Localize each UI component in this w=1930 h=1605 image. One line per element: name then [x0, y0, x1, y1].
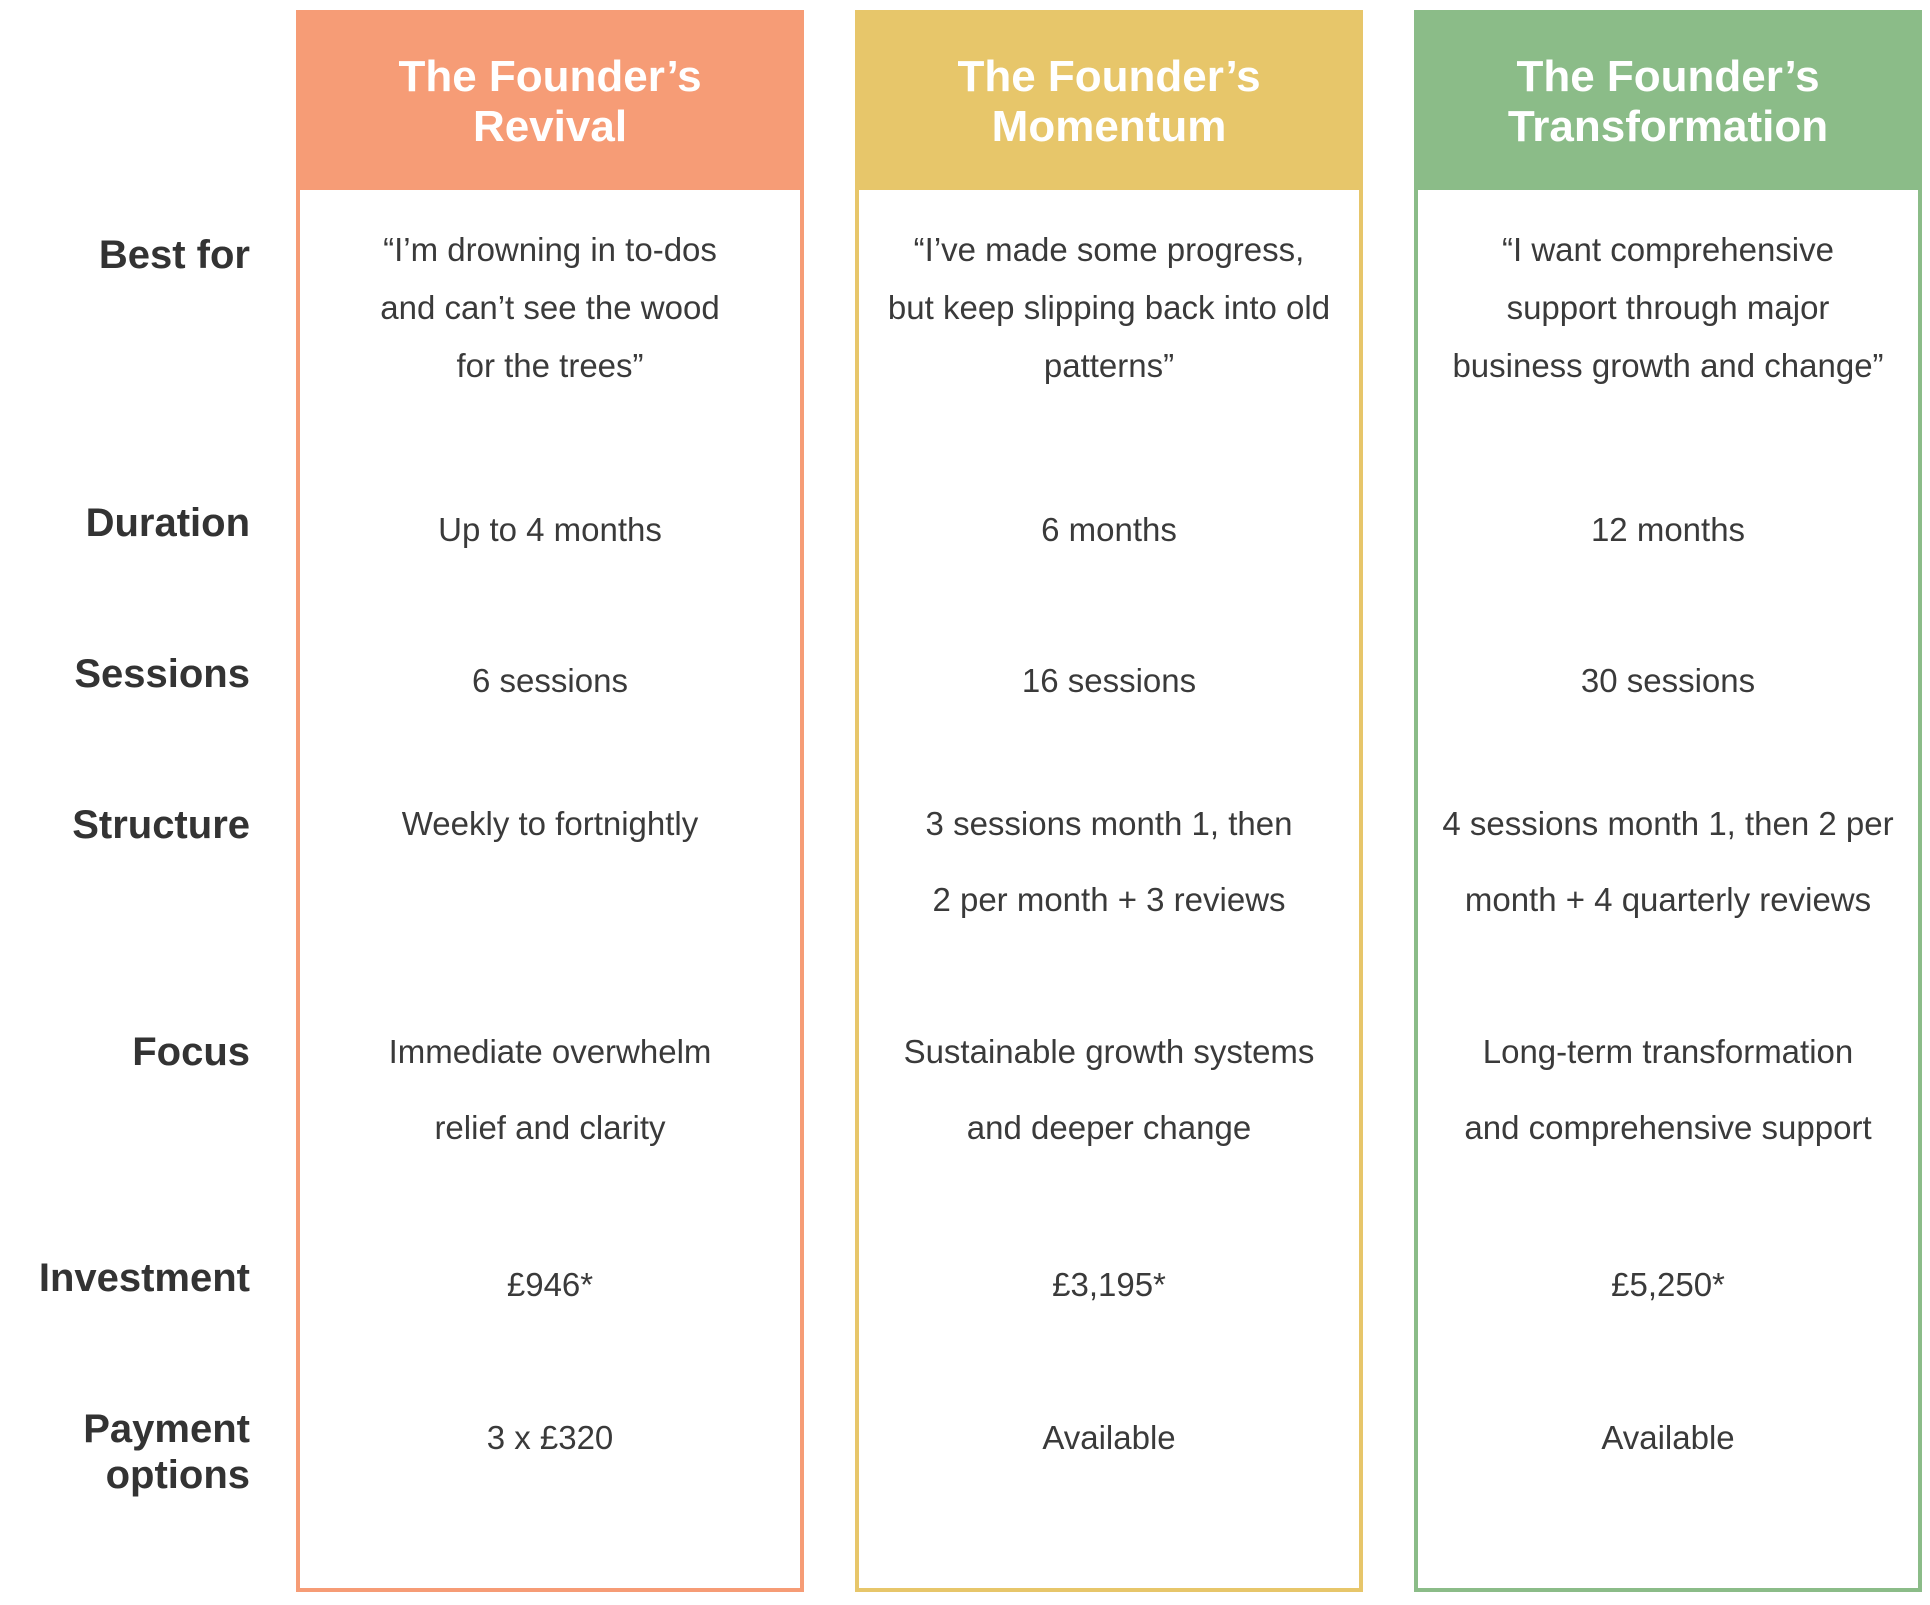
- plan-header-momentum: The Founder’s Momentum: [859, 14, 1359, 190]
- best-for-line: patterns”: [1043, 347, 1175, 384]
- best-for-line: support through major: [1506, 289, 1830, 326]
- best-for-line: and can’t see the wood: [380, 289, 720, 326]
- focus-cell: Long-term transformation and comprehensi…: [1418, 1014, 1918, 1166]
- duration-cell: 6 months: [1041, 511, 1177, 548]
- structure-line: Weekly to fortnightly: [401, 805, 699, 842]
- best-for-line: business growth and change”: [1452, 347, 1884, 384]
- best-for-line: “I’m drowning in to-dos: [383, 231, 717, 268]
- best-for-line: for the trees”: [456, 347, 644, 384]
- plan-column-momentum: The Founder’s Momentum “I’ve made some p…: [855, 10, 1363, 1592]
- focus-line: Sustainable growth systems: [903, 1033, 1315, 1070]
- plan-title-line2: Transformation: [1507, 102, 1829, 151]
- sessions-cell: 30 sessions: [1580, 662, 1756, 699]
- plan-title-line1: The Founder’s: [957, 52, 1261, 101]
- row-label-duration: Duration: [85, 501, 250, 545]
- plan-title-line1: The Founder’s: [398, 52, 702, 101]
- plan-title-line1: The Founder’s: [1516, 52, 1820, 101]
- best-for-line: “I want comprehensive: [1502, 231, 1834, 268]
- payment-cell: 3 x £320: [486, 1419, 614, 1456]
- plan-title-line2: Momentum: [991, 102, 1227, 151]
- focus-line: relief and clarity: [434, 1109, 666, 1146]
- investment-cell: £5,250*: [1611, 1266, 1725, 1303]
- row-label-payment-line1: Payment: [83, 1407, 250, 1451]
- plan-title-line2: Revival: [472, 102, 628, 151]
- structure-line: 4 sessions month 1, then 2 per: [1442, 805, 1894, 842]
- structure-cell: 3 sessions month 1, then 2 per month + 3…: [859, 786, 1359, 938]
- best-for-cell: “I want comprehensive support through ma…: [1418, 221, 1918, 395]
- focus-line: and comprehensive support: [1464, 1109, 1872, 1146]
- best-for-cell: “I’ve made some progress, but keep slipp…: [859, 221, 1359, 395]
- duration-cell: Up to 4 months: [438, 511, 662, 548]
- payment-cell: Available: [1601, 1419, 1735, 1456]
- best-for-line: but keep slipping back into old: [887, 289, 1331, 326]
- focus-cell: Immediate overwhelm relief and clarity: [300, 1014, 800, 1166]
- row-label-focus: Focus: [132, 1030, 250, 1074]
- row-label-payment-line2: options: [105, 1453, 250, 1497]
- plan-header-revival: The Founder’s Revival: [300, 14, 800, 190]
- plan-column-revival: The Founder’s Revival “I’m drowning in t…: [296, 10, 804, 1592]
- focus-line: and deeper change: [966, 1109, 1252, 1146]
- row-label-sessions: Sessions: [74, 652, 250, 696]
- plan-column-transformation: The Founder’s Transformation “I want com…: [1414, 10, 1922, 1592]
- row-label-payment-options: Payment options: [0, 1406, 250, 1498]
- sessions-cell: 16 sessions: [1021, 662, 1197, 699]
- row-label-best-for: Best for: [98, 233, 250, 277]
- focus-line: Long-term transformation: [1482, 1033, 1854, 1070]
- structure-cell: Weekly to fortnightly: [300, 786, 800, 862]
- structure-line: 3 sessions month 1, then: [925, 805, 1293, 842]
- best-for-cell: “I’m drowning in to-dos and can’t see th…: [300, 221, 800, 395]
- row-label-investment: Investment: [38, 1256, 250, 1300]
- structure-line: 2 per month + 3 reviews: [932, 881, 1286, 918]
- duration-cell: 12 months: [1590, 511, 1746, 548]
- focus-line: Immediate overwhelm: [388, 1033, 712, 1070]
- sessions-cell: 6 sessions: [472, 662, 628, 699]
- best-for-line: “I’ve made some progress,: [913, 231, 1305, 268]
- focus-cell: Sustainable growth systems and deeper ch…: [859, 1014, 1359, 1166]
- payment-cell: Available: [1042, 1419, 1176, 1456]
- investment-cell: £3,195*: [1052, 1266, 1166, 1303]
- structure-line: month + 4 quarterly reviews: [1464, 881, 1872, 918]
- investment-cell: £946*: [506, 1266, 594, 1303]
- row-label-structure: Structure: [72, 803, 250, 847]
- structure-cell: 4 sessions month 1, then 2 per month + 4…: [1418, 786, 1918, 938]
- plan-header-transformation: The Founder’s Transformation: [1418, 14, 1918, 190]
